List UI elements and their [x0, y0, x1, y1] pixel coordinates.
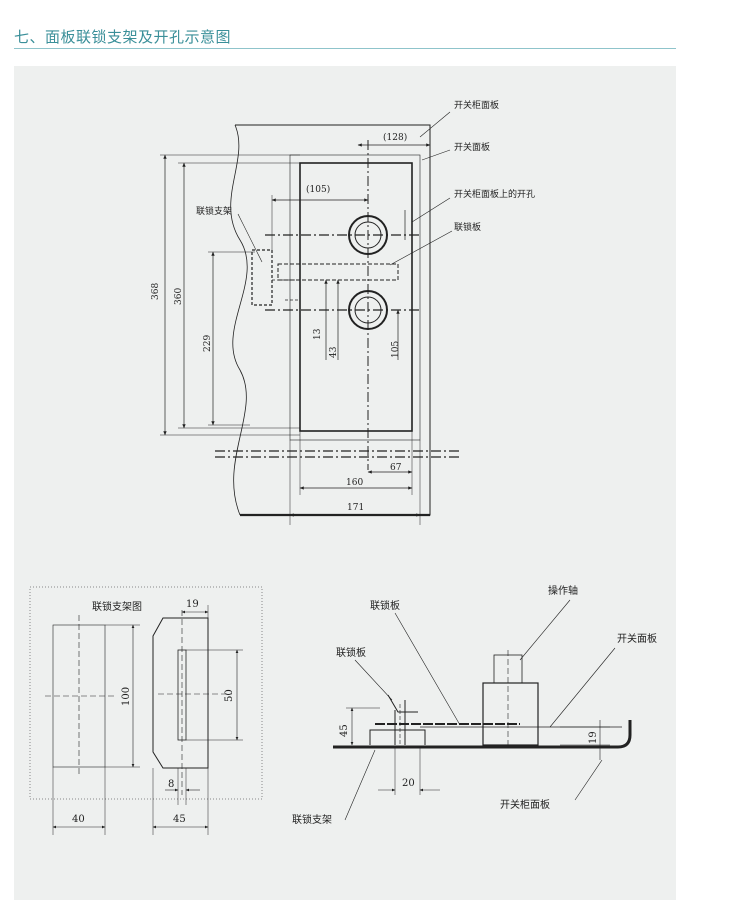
side-label-cabinet-panel: 开关柜面板: [500, 798, 550, 811]
dim-160: 160: [346, 478, 363, 488]
side-dim-19: 19: [588, 731, 599, 744]
dim-229: 229: [203, 335, 213, 352]
side-label-interlock-plate-left: 联锁板: [336, 646, 366, 659]
interlock-plate: [277, 263, 399, 281]
dim-105-paren: (105): [306, 184, 330, 195]
shaft-hole-upper: [348, 215, 388, 255]
label-interlock-plate: 联锁板: [454, 221, 481, 233]
interlock-bracket: [251, 249, 273, 306]
dim-43: 43: [329, 346, 339, 358]
title-rule: [14, 48, 676, 49]
label-cabinet-hole: 开关柜面板上的开孔: [454, 188, 535, 200]
break-line: [230, 124, 248, 516]
dim-360: 360: [174, 288, 184, 305]
top-diagram: [160, 111, 460, 525]
top-diagram-labels: 开关柜面板 开关面板 开关柜面板上的开孔 联锁板 联锁支架 (128) (105…: [151, 99, 535, 513]
label-interlock-bracket: 联锁支架: [196, 205, 232, 217]
shaft-hole-lower: [348, 290, 388, 330]
drawing-panel: [14, 66, 676, 900]
dim-368: 368: [151, 283, 161, 300]
dim-67: 67: [390, 463, 402, 473]
side-bracket: [369, 729, 426, 745]
dim-13: 13: [313, 328, 323, 340]
bracket-side-view: [152, 617, 209, 769]
side-dim-45: 45: [339, 724, 350, 737]
bracket-dim-50: 50: [224, 689, 235, 702]
side-cabinet-panel: [333, 720, 632, 749]
bracket-dim-45: 45: [173, 814, 186, 825]
dim-128: (128): [383, 132, 407, 143]
shaft-housing: [482, 682, 539, 746]
side-label-interlock-plate-top: 联锁板: [370, 599, 400, 612]
side-label-operating-shaft: 操作轴: [548, 584, 578, 597]
page-title: 七、面板联锁支架及开孔示意图: [14, 28, 232, 46]
side-view-labels: 联锁板 联锁板 操作轴 开关面板 联锁支架 开关柜面板 45 20 19: [292, 584, 657, 826]
side-label-switch-panel: 开关面板: [617, 632, 657, 645]
dim-171: 171: [347, 503, 364, 513]
label-switch-panel: 开关面板: [454, 141, 490, 153]
side-label-interlock-bracket: 联锁支架: [292, 813, 332, 826]
bracket-diagram-labels: 联锁支架图 19 100 50 8 40 45: [72, 599, 235, 825]
bracket-title: 联锁支架图: [92, 600, 142, 613]
side-view-diagram: [333, 599, 632, 821]
cabinet-hole: [299, 162, 413, 432]
bracket-diagram: [29, 586, 263, 835]
bracket-dim-19: 19: [186, 599, 199, 610]
label-cabinet-panel: 开关柜面板: [454, 99, 499, 111]
dim-105: 105: [391, 341, 401, 358]
bracket-dim-8: 8: [168, 779, 174, 790]
side-dim-20: 20: [402, 778, 415, 789]
bracket-dim-40: 40: [72, 814, 85, 825]
switch-panel-outline: [289, 154, 421, 441]
bracket-dim-100: 100: [121, 687, 132, 706]
